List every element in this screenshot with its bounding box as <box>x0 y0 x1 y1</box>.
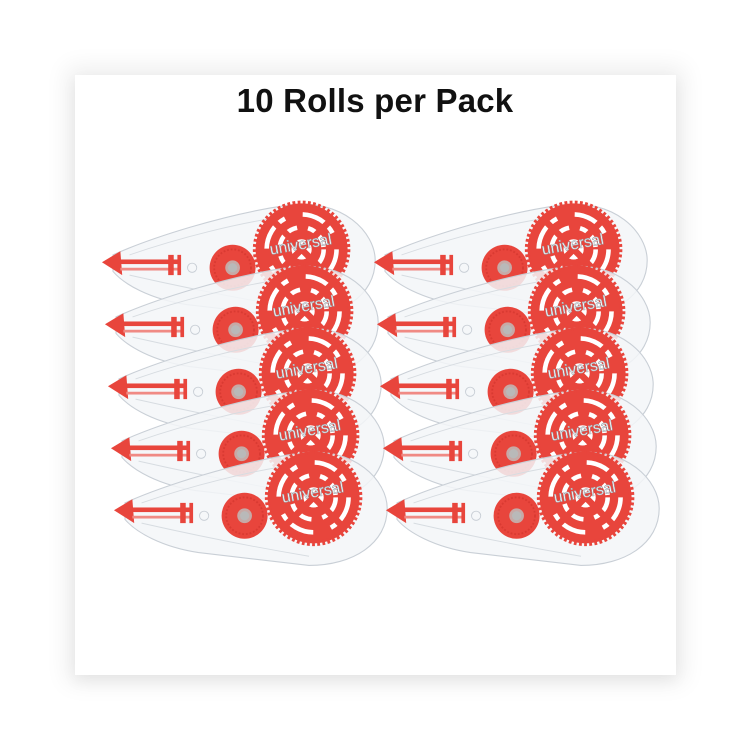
page-title: 10 Rolls per Pack <box>236 82 514 119</box>
